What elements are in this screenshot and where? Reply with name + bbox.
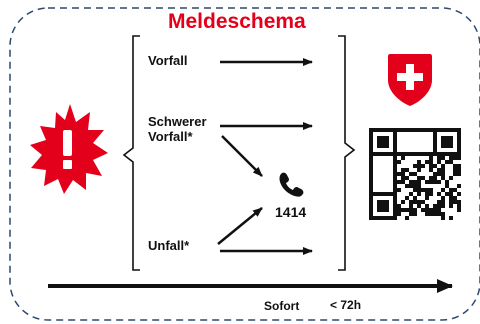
step-schwerer-vorfall-line-1: Schwerer [148, 114, 207, 129]
arrow-schwerer-to-phone [221, 135, 263, 177]
qr-code-icon [369, 128, 461, 220]
diagram-title: Meldeschema [168, 10, 306, 33]
phone-icon [279, 172, 304, 197]
phone-number: 1414 [275, 204, 307, 220]
step-schwerer-vorfall-line-2: Vorfall* [148, 129, 193, 144]
step-schwerer-vorfall-label: Schwerer Vorfall* [148, 114, 207, 144]
step-unfall-label: Unfall* [148, 238, 190, 253]
alert-burst-icon [30, 104, 108, 194]
timeline-deadline-label: < 72h [330, 298, 362, 312]
timeline-immediate-label: Sofort [264, 299, 300, 313]
arrow-unfall-to-phone [217, 207, 263, 245]
step-vorfall-label: Vorfall [148, 53, 188, 68]
left-brace [122, 35, 140, 271]
right-brace [338, 35, 356, 271]
dashed-frame [9, 7, 480, 321]
swiss-shield-icon [388, 54, 432, 106]
